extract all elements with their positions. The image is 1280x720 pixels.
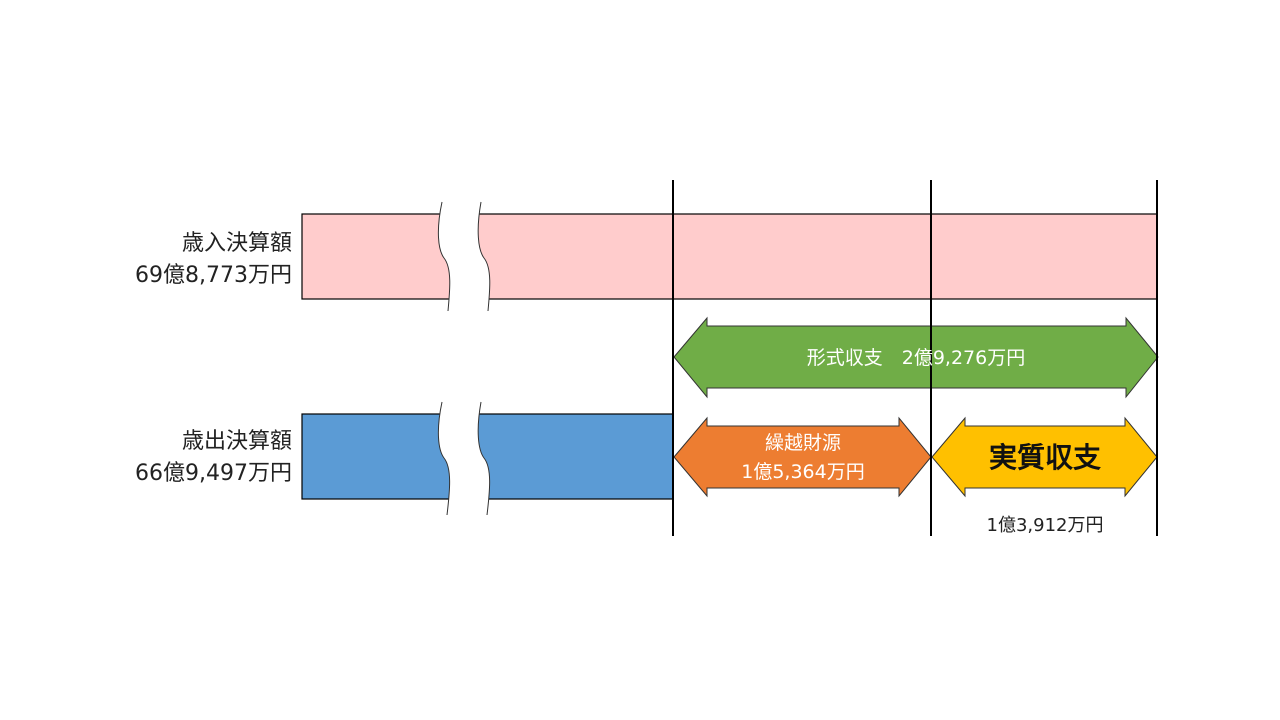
revenue-amount: 69億8,773万円 [135,263,292,288]
expenditure-label: 歳出決算額 [182,429,292,454]
axis-break-bottom [437,401,491,516]
carryover-label: 繰越財源 [765,432,841,454]
real-balance-amount: 1億3,912万円 [987,515,1104,536]
revenue-bar [301,213,1158,300]
axis-break-top [437,201,491,312]
expenditure-amount: 66億9,497万円 [135,461,292,486]
revenue-label: 歳入決算額 [182,231,292,256]
formal-balance-label: 形式収支 2億9,276万円 [807,347,1025,369]
real-balance-label: 実質収支 [989,441,1101,474]
carryover-arrow [673,416,932,498]
carryover-amount: 1億5,364万円 [741,461,864,483]
